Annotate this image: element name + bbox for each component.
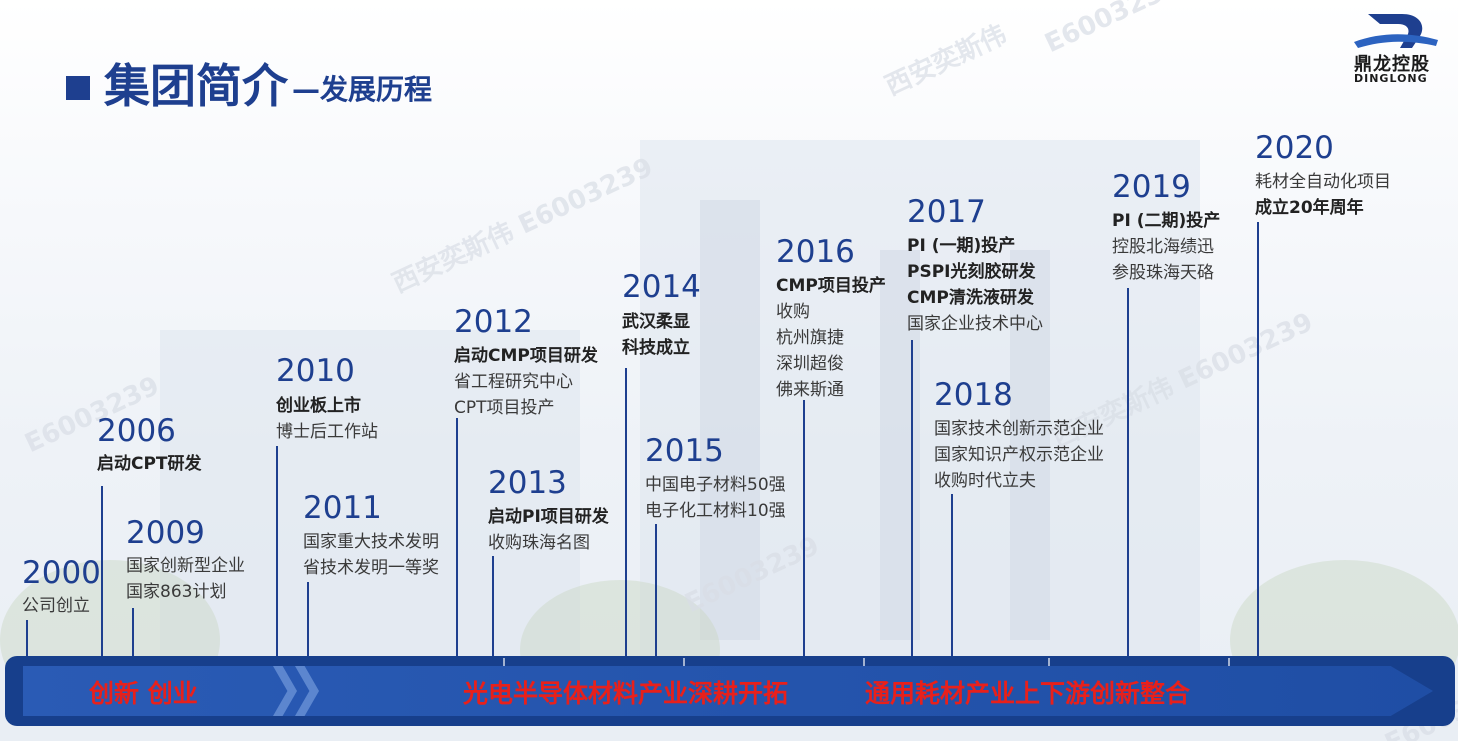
- event-line: 中国电子材料50强: [645, 475, 786, 495]
- timeline-events: 创业板上市 博士后工作站: [276, 393, 378, 445]
- title-square-icon: [66, 76, 90, 100]
- band-label-semiconductor: 光电半导体材料产业深耕开拓: [463, 679, 789, 708]
- band-tick: [683, 658, 685, 666]
- event-line: 国家企业技术中心: [907, 314, 1043, 334]
- timeline-year: 2000: [22, 555, 101, 591]
- timeline-line-2019: [1127, 288, 1129, 656]
- timeline-events: 中国电子材料50强 电子化工材料10强: [645, 472, 786, 524]
- band-label-consumables: 通用耗材产业上下游创新整合: [865, 679, 1191, 708]
- timeline-line-2015: [655, 524, 657, 656]
- timeline-year: 2006: [97, 413, 176, 449]
- event-line: 国家知识产权示范企业: [934, 445, 1104, 465]
- event-line: 耗材全自动化项目: [1255, 172, 1391, 192]
- timeline-events: 公司创立: [22, 593, 90, 619]
- timeline-year: 2009: [126, 515, 205, 551]
- event-line: 省工程研究中心: [454, 372, 573, 392]
- timeline-line-2012: [456, 418, 458, 656]
- event-line: 成立20年周年: [1255, 198, 1364, 218]
- title-sub: —发展历程: [292, 73, 433, 106]
- background-window: [880, 250, 920, 640]
- timeline-events: 启动CMP项目研发 省工程研究中心 CPT项目投产: [454, 343, 598, 421]
- timeline-events: 启动CPT研发: [97, 451, 202, 477]
- timeline-line-2020: [1257, 222, 1259, 656]
- logo-english-name: DINGLONG: [1354, 72, 1428, 85]
- event-line: 公司创立: [22, 596, 90, 616]
- event-line: 杭州旗捷: [776, 328, 844, 348]
- band-tick: [863, 658, 865, 666]
- event-line: PI (二期)投产: [1112, 211, 1221, 231]
- event-line: 创业板上市: [276, 396, 361, 416]
- timeline-line-2014: [625, 368, 627, 656]
- event-line: CPT项目投产: [454, 398, 555, 418]
- timeline-year: 2010: [276, 353, 355, 389]
- event-line: 参股珠海天硌: [1112, 263, 1214, 283]
- timeline-year: 2012: [454, 304, 533, 340]
- timeline-year: 2013: [488, 465, 567, 501]
- timeline-year: 2011: [303, 490, 382, 526]
- timeline-line-2018: [951, 494, 953, 656]
- timeline-line-2009: [132, 608, 134, 656]
- timeline-line-2010: [276, 446, 278, 656]
- event-line: 国家863计划: [126, 582, 227, 602]
- event-line: 启动PI项目研发: [488, 507, 609, 527]
- timeline-year: 2014: [622, 269, 701, 305]
- timeline-line-2017: [911, 340, 913, 656]
- page-title: 集团简介 —发展历程: [66, 58, 432, 114]
- timeline-events: 国家重大技术发明 省技术发明一等奖: [303, 529, 439, 581]
- title-main: 集团简介: [104, 59, 288, 113]
- timeline-line-2006: [101, 486, 103, 656]
- timeline-year: 2018: [934, 377, 1013, 413]
- background-window: [700, 200, 760, 640]
- event-line: 收购时代立夫: [934, 471, 1036, 491]
- band-tick: [503, 658, 505, 666]
- dinglong-logo-icon: [1354, 14, 1438, 48]
- timeline-events: 国家技术创新示范企业 国家知识产权示范企业 收购时代立夫: [934, 416, 1104, 494]
- event-line: 国家重大技术发明: [303, 532, 439, 552]
- band-arrow: [23, 666, 1433, 716]
- timeline-line-2000: [26, 620, 28, 656]
- background-window: [1010, 250, 1050, 640]
- event-line: 武汉柔显: [622, 312, 690, 332]
- event-line: PI (一期)投产: [907, 236, 1016, 256]
- timeline-line-2011: [307, 582, 309, 656]
- event-line: 国家技术创新示范企业: [934, 419, 1104, 439]
- event-line: PSPI光刻胶研发: [907, 262, 1036, 282]
- event-line: 国家创新型企业: [126, 556, 245, 576]
- event-line: 收购: [776, 302, 810, 322]
- event-line: 博士后工作站: [276, 422, 378, 442]
- event-line: 电子化工材料10强: [645, 501, 786, 521]
- event-line: 控股北海绩迅: [1112, 237, 1214, 257]
- event-line: 深圳超俊: [776, 354, 844, 374]
- timeline-events: 武汉柔显 科技成立: [622, 309, 690, 361]
- timeline-year: 2016: [776, 234, 855, 270]
- timeline-events: 耗材全自动化项目 成立20年周年: [1255, 169, 1391, 221]
- event-line: 启动CPT研发: [97, 454, 202, 474]
- timeline-events: PI (一期)投产 PSPI光刻胶研发 CMP清洗液研发 国家企业技术中心: [907, 233, 1043, 337]
- timeline-year: 2019: [1112, 169, 1191, 205]
- event-line: 启动CMP项目研发: [454, 346, 598, 366]
- timeline-events: PI (二期)投产 控股北海绩迅 参股珠海天硌: [1112, 208, 1220, 286]
- event-line: CMP清洗液研发: [907, 288, 1034, 308]
- timeline-line-2016: [803, 400, 805, 656]
- timeline-line-2013: [492, 556, 494, 656]
- event-line: 收购珠海名图: [488, 533, 590, 553]
- timeline-events: CMP项目投产 收购 杭州旗捷 深圳超俊 佛来斯通: [776, 273, 886, 403]
- event-line: CMP项目投产: [776, 276, 886, 296]
- band-label-startup: 创新 创业: [89, 679, 198, 708]
- event-line: 科技成立: [622, 338, 690, 358]
- band-tick: [1048, 658, 1050, 666]
- timeline-events: 启动PI项目研发 收购珠海名图: [488, 504, 609, 556]
- background-building-left: [160, 330, 580, 660]
- event-line: 省技术发明一等奖: [303, 558, 439, 578]
- timeline-band: 创新 创业 光电半导体材料产业深耕开拓 通用耗材产业上下游创新整合: [5, 656, 1455, 726]
- timeline-year: 2015: [645, 433, 724, 469]
- logo-chinese-name: 鼎龙控股: [1354, 54, 1430, 75]
- event-line: 佛来斯通: [776, 380, 844, 400]
- timeline-year: 2017: [907, 194, 986, 230]
- timeline-year: 2020: [1255, 130, 1334, 166]
- timeline-events: 国家创新型企业 国家863计划: [126, 553, 245, 605]
- band-tick: [1228, 658, 1230, 666]
